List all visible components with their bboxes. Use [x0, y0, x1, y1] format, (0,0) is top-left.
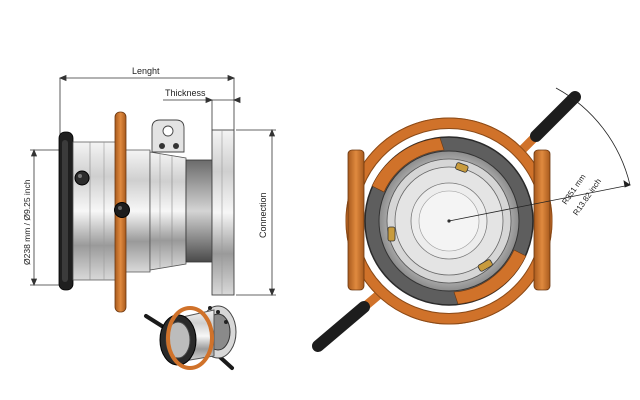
upper-handle	[515, 91, 581, 157]
length-dimension	[58, 74, 236, 140]
diameter-label: Ø238 mm / Ø9.25 inch	[22, 179, 32, 265]
thickness-dimension	[163, 96, 241, 130]
connection-flange	[211, 129, 235, 296]
tapered-neck	[149, 151, 187, 271]
radius-dimension	[448, 87, 631, 222]
right-strap	[533, 149, 551, 291]
connection-dimension	[236, 128, 276, 297]
handle-knob	[114, 202, 130, 218]
lifting-lug	[151, 119, 185, 153]
left-strap	[347, 149, 365, 291]
locking-knob	[74, 170, 90, 186]
rear-ring	[185, 159, 213, 263]
lower-handle	[312, 287, 387, 352]
diameter-dimension	[30, 148, 62, 287]
thickness-label: Thickness	[165, 88, 206, 98]
locking-claws	[387, 162, 493, 272]
side-view: Lenght Thickness Ø238 mm / Ø9.25 inch Co…	[22, 66, 276, 313]
connection-label: Connection	[258, 192, 268, 238]
length-label: Lenght	[132, 66, 160, 76]
front-view: R351 mm R13.82 inch	[312, 87, 631, 352]
isometric-thumbnail	[144, 305, 237, 370]
